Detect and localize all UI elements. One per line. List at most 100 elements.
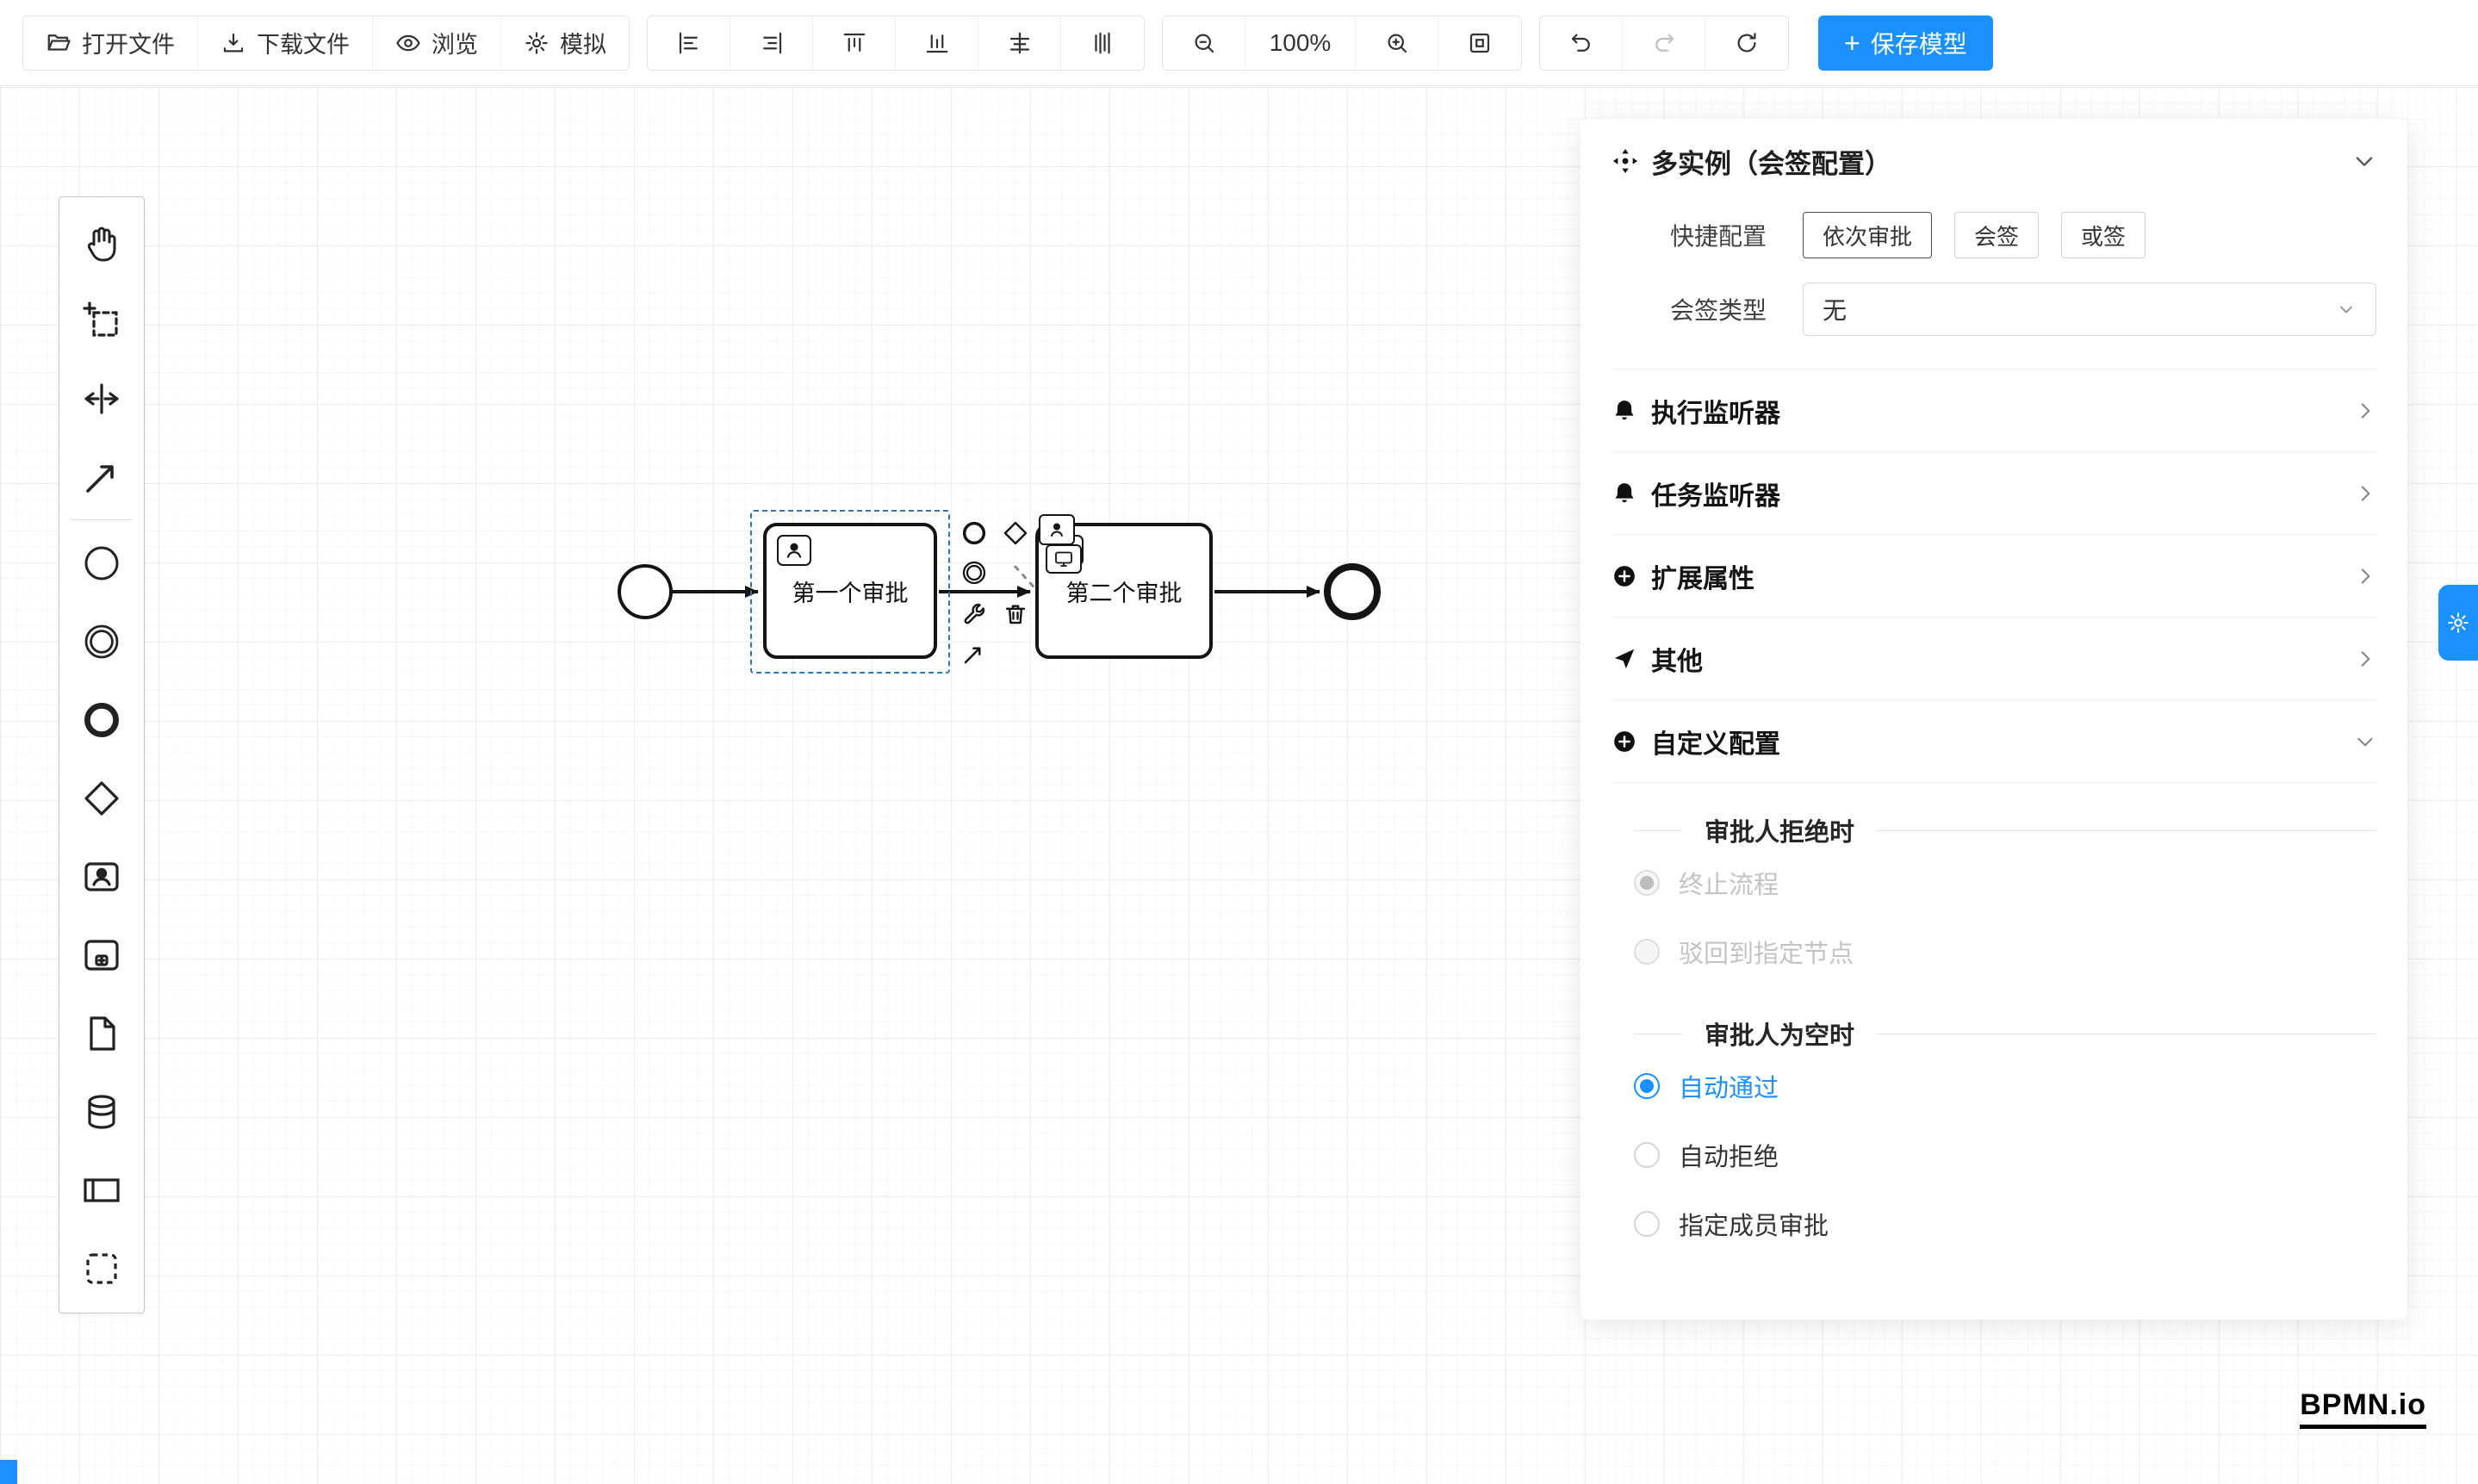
pad-connect-button[interactable] bbox=[958, 637, 991, 670]
radio-button[interactable] bbox=[1634, 1211, 1660, 1237]
file-button-group: 打开文件 下载文件 浏览 模拟 bbox=[22, 15, 630, 71]
sign-type-select[interactable]: 无 bbox=[1803, 283, 2376, 336]
chevron-right-icon bbox=[2361, 568, 2370, 584]
chevron-down-icon bbox=[2356, 157, 2373, 166]
gateway-diamond-icon bbox=[1003, 521, 1028, 545]
plus-icon: + bbox=[1844, 27, 1860, 59]
panel-title: 多实例（会签配置） bbox=[1651, 148, 1891, 179]
radio-label: 自动通过 bbox=[1679, 1075, 1779, 1102]
distribute-vertical-button[interactable] bbox=[1061, 16, 1144, 70]
zoom-in-button[interactable] bbox=[1356, 16, 1438, 70]
radio-auto-pass[interactable]: 自动通过 bbox=[1612, 1052, 2376, 1121]
fit-viewport-button[interactable] bbox=[1438, 16, 1521, 70]
quick-option-orsign-button[interactable]: 或签 bbox=[2061, 212, 2146, 258]
quick-config-label: 快捷配置 bbox=[1669, 223, 1767, 250]
align-left-icon bbox=[679, 32, 698, 53]
lasso-tool-button[interactable] bbox=[59, 281, 144, 359]
chevron-right-icon bbox=[2361, 402, 2370, 419]
align-bottom-button[interactable] bbox=[896, 16, 978, 70]
radio-assign-member[interactable]: 指定成员审批 bbox=[1612, 1189, 2376, 1258]
create-end-event-button[interactable] bbox=[59, 680, 144, 759]
user-task-second-approval[interactable]: 第二个审批 bbox=[1035, 523, 1213, 659]
simulate-button[interactable]: 模拟 bbox=[501, 16, 629, 70]
pad-append-user-task-badge[interactable] bbox=[1039, 514, 1075, 545]
radio-label: 终止流程 bbox=[1679, 872, 1779, 899]
end-event bbox=[1324, 563, 1381, 620]
quick-option-countersign-button[interactable]: 会签 bbox=[1954, 212, 2040, 258]
user-task-first-approval[interactable]: 第一个审批 bbox=[763, 523, 937, 659]
create-data-object-button[interactable] bbox=[59, 994, 144, 1072]
radio-auto-reject[interactable]: 自动拒绝 bbox=[1612, 1121, 2376, 1189]
pad-append-gateway-button[interactable] bbox=[999, 517, 1032, 550]
global-connect-tool-button[interactable] bbox=[59, 438, 144, 516]
bpmn-io-watermark[interactable]: BPMN.io bbox=[2300, 1388, 2426, 1429]
create-intermediate-event-button[interactable] bbox=[59, 602, 144, 680]
radio-button[interactable] bbox=[1634, 1073, 1660, 1099]
quick-option-sequential-button[interactable]: 依次审批 bbox=[1803, 212, 1933, 258]
redo-button[interactable] bbox=[1623, 16, 1705, 70]
radio-label: 驳回到指定节点 bbox=[1679, 941, 1854, 968]
space-tool-button[interactable] bbox=[59, 359, 144, 438]
align-top-button[interactable] bbox=[813, 16, 896, 70]
download-icon bbox=[220, 30, 246, 56]
document-icon bbox=[90, 1015, 115, 1051]
gear-icon bbox=[2448, 612, 2469, 633]
element-palette bbox=[59, 196, 145, 1313]
empty-header: 审批人为空时 bbox=[1612, 1015, 2376, 1052]
radio-button[interactable] bbox=[1634, 870, 1660, 896]
space-tool-icon bbox=[84, 382, 119, 414]
create-data-store-button[interactable] bbox=[59, 1072, 144, 1151]
undo-button[interactable] bbox=[1540, 16, 1623, 70]
align-left-button[interactable] bbox=[648, 16, 730, 70]
align-right-icon bbox=[762, 32, 781, 53]
create-subprocess-button[interactable] bbox=[59, 916, 144, 994]
zoom-out-button[interactable] bbox=[1163, 16, 1245, 70]
pad-append-screen-task-badge[interactable] bbox=[1046, 544, 1082, 574]
bell-icon bbox=[1615, 482, 1634, 502]
save-model-button[interactable]: + 保存模型 bbox=[1818, 15, 1993, 71]
refresh-button[interactable] bbox=[1705, 16, 1788, 70]
undo-icon bbox=[1571, 34, 1590, 52]
section-other[interactable]: 其他 bbox=[1612, 618, 2376, 700]
task-label: 第一个审批 bbox=[792, 580, 909, 606]
pad-settings-wrench-button[interactable] bbox=[958, 598, 991, 630]
zoom-level: 100% bbox=[1245, 16, 1356, 70]
section-execution-listeners[interactable]: 执行监听器 bbox=[1612, 369, 2376, 452]
create-participant-button[interactable] bbox=[59, 1151, 144, 1229]
group-icon bbox=[86, 1252, 117, 1284]
pad-append-intermediate-event-button[interactable] bbox=[958, 556, 991, 589]
trash-icon bbox=[1005, 605, 1026, 624]
history-button-group bbox=[1539, 15, 1789, 71]
gear-icon bbox=[524, 30, 550, 56]
create-gateway-button[interactable] bbox=[59, 759, 144, 837]
zoom-button-group: 100% bbox=[1162, 15, 1522, 71]
section-extension-properties[interactable]: 扩展属性 bbox=[1612, 535, 2376, 618]
reject-header: 审批人拒绝时 bbox=[1612, 812, 2376, 848]
radio-button[interactable] bbox=[1634, 939, 1660, 965]
create-group-button[interactable] bbox=[59, 1229, 144, 1307]
download-file-button[interactable]: 下载文件 bbox=[198, 16, 373, 70]
quick-config-row: 快捷配置 依次审批 会签 或签 bbox=[1612, 212, 2376, 258]
empty-header-label: 审批人为空时 bbox=[1705, 1022, 1855, 1050]
pad-append-end-event-button[interactable] bbox=[958, 517, 991, 550]
hand-tool-button[interactable] bbox=[59, 202, 144, 281]
section-task-listeners[interactable]: 任务监听器 bbox=[1612, 452, 2376, 535]
lasso-icon bbox=[83, 301, 118, 337]
send-icon bbox=[1614, 649, 1635, 668]
preview-button[interactable]: 浏览 bbox=[373, 16, 501, 70]
radio-terminate-process[interactable]: 终止流程 bbox=[1612, 848, 2376, 917]
eye-icon bbox=[395, 30, 421, 56]
create-user-task-button[interactable] bbox=[59, 837, 144, 916]
multi-instance-section-header[interactable]: 多实例（会签配置） bbox=[1612, 119, 2376, 203]
section-custom-config[interactable]: 自定义配置 bbox=[1612, 700, 2376, 783]
section-label: 执行监听器 bbox=[1651, 399, 1780, 428]
create-start-event-button[interactable] bbox=[59, 524, 144, 602]
radio-button[interactable] bbox=[1634, 1142, 1660, 1168]
pad-delete-button[interactable] bbox=[999, 598, 1032, 630]
settings-side-tab[interactable] bbox=[2438, 585, 2478, 661]
download-file-label: 下载文件 bbox=[257, 32, 350, 58]
radio-return-to-node[interactable]: 驳回到指定节点 bbox=[1612, 917, 2376, 986]
open-file-button[interactable]: 打开文件 bbox=[23, 16, 198, 70]
align-right-button[interactable] bbox=[730, 16, 813, 70]
align-center-horizontal-button[interactable] bbox=[978, 16, 1061, 70]
